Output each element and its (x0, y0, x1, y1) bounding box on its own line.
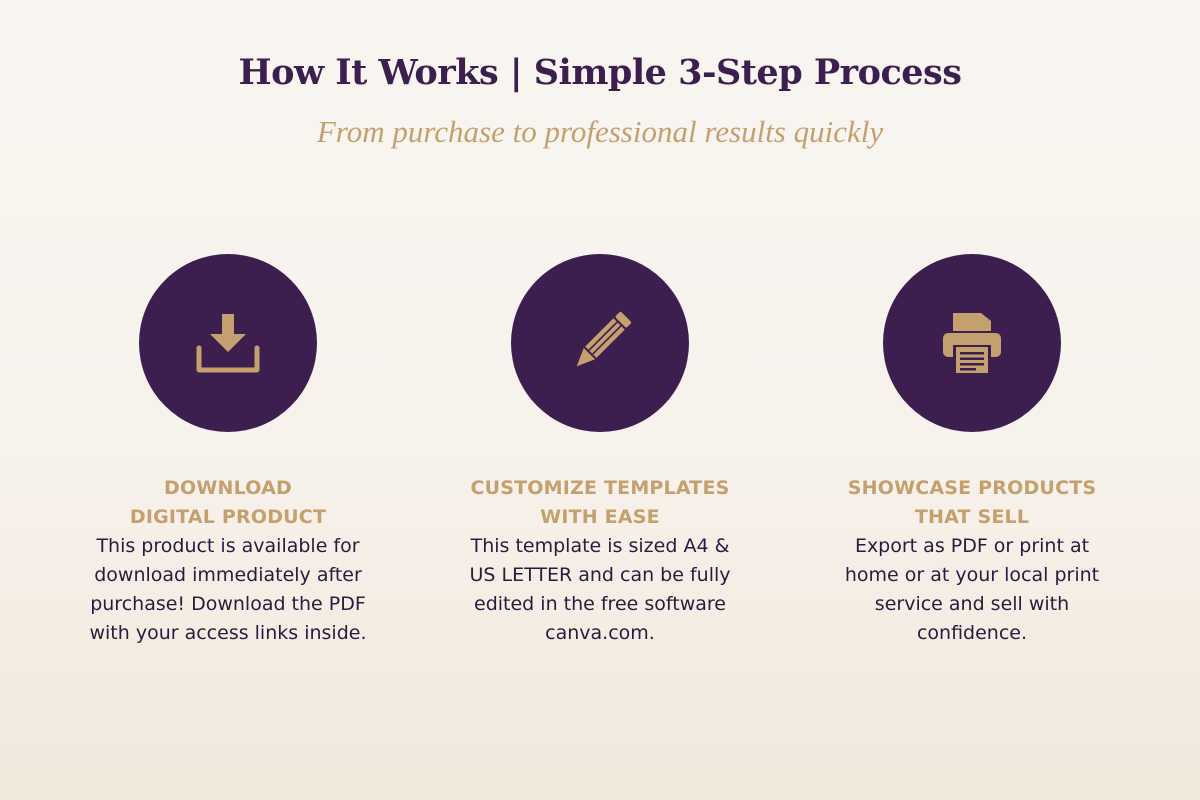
step-icon-circle (883, 254, 1061, 432)
step-description: This template is sized A4 & US LETTER an… (469, 535, 731, 644)
page-subtitle: From purchase to professional results qu… (316, 114, 884, 149)
step-card-customize: CUSTOMIZE TEMPLATES WITH EASE This templ… (440, 254, 760, 648)
step-card-showcase: SHOWCASE PRODUCTS THAT SELL Export as PD… (812, 254, 1132, 648)
step-heading: CUSTOMIZE TEMPLATES WITH EASE (470, 477, 730, 528)
step-description: Export as PDF or print at home or at you… (844, 535, 1100, 644)
step-icon-circle (139, 254, 317, 432)
pencil-icon (567, 310, 633, 376)
download-icon (195, 312, 261, 374)
step-description: This product is available for download i… (89, 535, 367, 644)
page-title: How It Works | Simple 3-Step Process (238, 52, 962, 93)
step-heading: SHOWCASE PRODUCTS THAT SELL (847, 477, 1097, 528)
step-card-download: DOWNLOAD DIGITAL PRODUCT This product is… (68, 254, 388, 648)
step-heading: DOWNLOAD DIGITAL PRODUCT (129, 477, 327, 528)
step-icon-circle (511, 254, 689, 432)
printer-icon (941, 311, 1003, 375)
